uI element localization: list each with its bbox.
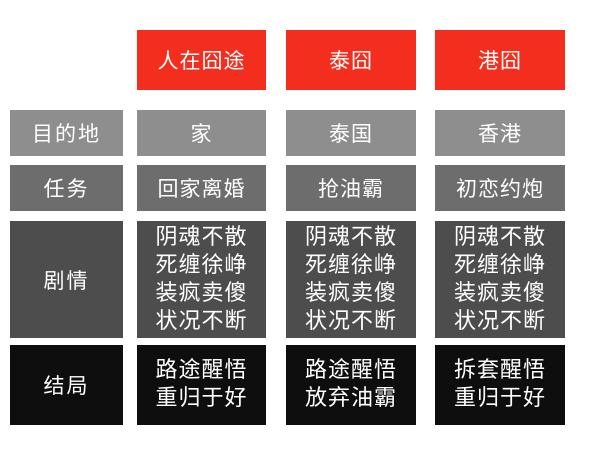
ending-line: 重归于好	[453, 386, 546, 411]
ending-line: 路途醒悟	[304, 358, 397, 383]
task-cell: 抢油霸	[286, 165, 416, 211]
plot-line: 状况不断	[155, 308, 248, 334]
header-tai-jiong: 泰囧	[286, 30, 416, 90]
task-cell: 初恋约炮	[435, 165, 565, 211]
plot-line: 死缠徐峥	[453, 252, 546, 278]
plot-cell: 阴魂不散 死缠徐峥 装疯卖傻 状况不断	[137, 221, 266, 338]
ending-cell: 路途醒悟 重归于好	[137, 345, 266, 425]
plot-line: 阴魂不散	[304, 224, 397, 250]
plot-line: 状况不断	[304, 308, 397, 334]
header-ren-zai-jiong-tu: 人在囧途	[137, 30, 266, 90]
plot-line: 死缠徐峥	[155, 252, 248, 278]
task-cell: 回家离婚	[137, 165, 266, 211]
plot-line: 阴魂不散	[453, 224, 546, 250]
header-gang-jiong: 港囧	[435, 30, 565, 90]
plot-line: 状况不断	[453, 308, 546, 334]
row-label-plot: 剧情	[10, 221, 123, 338]
row-label-task: 任务	[10, 165, 123, 211]
ending-cell: 拆套醒悟 重归于好	[435, 345, 565, 425]
row-label-destination: 目的地	[10, 110, 123, 156]
plot-line: 装疯卖傻	[304, 280, 397, 306]
plot-line: 死缠徐峥	[304, 252, 397, 278]
destination-cell: 家	[137, 110, 266, 156]
ending-line: 拆套醒悟	[453, 358, 546, 383]
ending-line: 放弃油霸	[304, 386, 397, 411]
destination-cell: 香港	[435, 110, 565, 156]
ending-line: 重归于好	[155, 386, 248, 411]
plot-cell: 阴魂不散 死缠徐峥 装疯卖傻 状况不断	[286, 221, 416, 338]
row-label-ending: 结局	[10, 345, 123, 425]
ending-cell: 路途醒悟 放弃油霸	[286, 345, 416, 425]
plot-line: 阴魂不散	[155, 224, 248, 250]
destination-cell: 泰国	[286, 110, 416, 156]
plot-line: 装疯卖傻	[453, 280, 546, 306]
ending-line: 路途醒悟	[155, 358, 248, 383]
plot-line: 装疯卖傻	[155, 280, 248, 306]
plot-cell: 阴魂不散 死缠徐峥 装疯卖傻 状况不断	[435, 221, 565, 338]
